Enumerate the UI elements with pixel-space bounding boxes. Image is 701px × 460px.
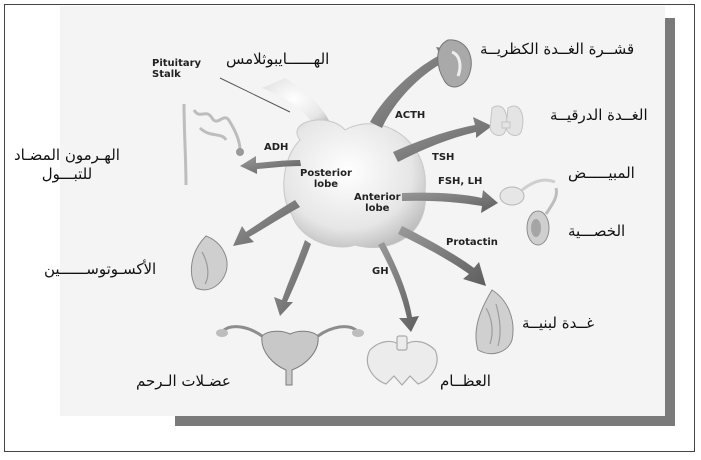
adrenal-gland-image: [438, 40, 472, 87]
tsh-label: TSH: [432, 152, 454, 163]
oxytocin-label: الأكسـوتوســــــين: [44, 260, 156, 279]
uterus-muscles-label: عضـلات الـرحم: [136, 372, 231, 391]
adrenal-cortex-label: قشــرة الغــدة الكظريــة: [480, 40, 634, 59]
pituitary-stalk-label-line2: Stalk: [152, 69, 201, 80]
antidiuretic-hormone-label: الهـرمون المضـاد للتبـــول: [14, 146, 120, 184]
ovary-image: [500, 180, 555, 205]
uterus-arrow: [274, 240, 311, 316]
fsh-lh-label: FSH, LH: [438, 176, 482, 187]
pelvis-bones-image: [367, 336, 437, 385]
posterior-lobe-label-line1: Posterior: [300, 168, 352, 179]
anterior-lobe-label-line2: lobe: [354, 203, 401, 214]
thyroid-label: الغــدة الدرقيــة: [550, 106, 648, 125]
adh-label: ADH: [264, 142, 288, 153]
hypothalamus-label: الهــــــايبوثلامس: [226, 50, 329, 69]
gh-arrow: [378, 242, 419, 332]
bones-label: العظــام: [440, 372, 491, 391]
protactin-arrow: [398, 226, 486, 286]
uterus-image: [216, 327, 364, 385]
ovary-label: المبيـــــض: [568, 164, 635, 183]
testis-label: الخصـــية: [568, 222, 625, 241]
anterior-lobe-label-line1: Anterior: [354, 192, 401, 203]
antidiuretic-hormone-label-line1: الهـرمون المضـاد: [14, 146, 120, 165]
testis-image: [527, 188, 557, 245]
mammary-gland-label: غــدة لبنيــة: [522, 314, 594, 333]
antidiuretic-hormone-label-line2: للتبـــول: [14, 165, 120, 184]
mammary-gland-image: [476, 290, 513, 354]
pituitary-stalk-label: Pituitary Stalk: [152, 58, 201, 80]
posterior-lobe-label: Posterior lobe: [300, 168, 352, 190]
gh-label: GH: [372, 266, 389, 277]
thyroid-gland-image: [490, 106, 523, 135]
acth-label: ACTH: [395, 110, 425, 121]
kidney-tubule-image: [184, 104, 244, 185]
protactin-label: Protactin: [446, 237, 498, 248]
pituitary-stalk-label-line1: Pituitary: [152, 58, 201, 69]
breast-oxytocin-image: [191, 236, 227, 290]
oxytocin-arrow: [233, 200, 300, 246]
anterior-lobe-label: Anterior lobe: [354, 192, 401, 214]
posterior-lobe-label-line2: lobe: [300, 179, 352, 190]
